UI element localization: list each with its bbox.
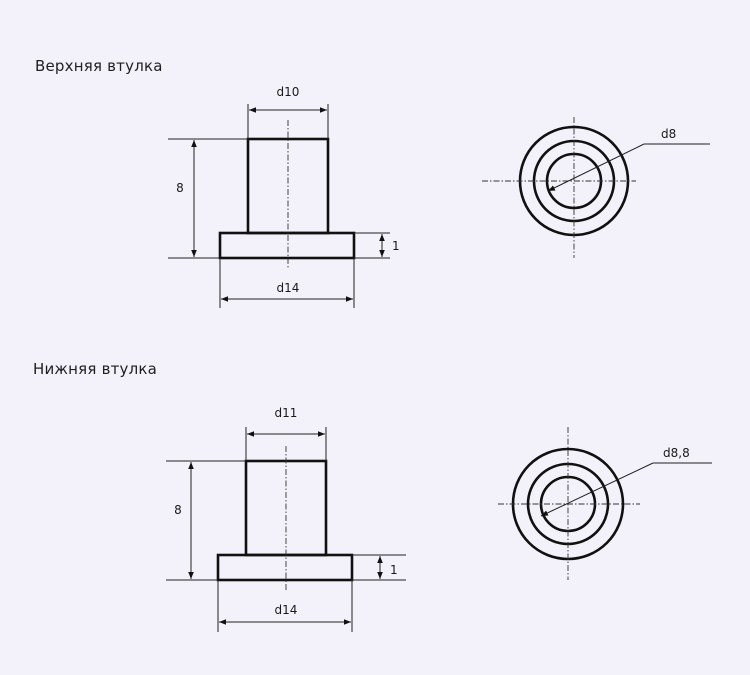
upper-flange-label: 1 bbox=[392, 239, 400, 253]
upper-flange-outline bbox=[218, 231, 356, 260]
upper-side-view: d10 8 1 d14 bbox=[168, 85, 400, 308]
lower-side-view: d11 8 1 d14 bbox=[166, 406, 406, 632]
upper-d8-leader bbox=[547, 143, 645, 192]
lower-d11-label: d11 bbox=[275, 406, 298, 420]
upper-d8-label: d8 bbox=[661, 127, 676, 141]
lower-flange-label: 1 bbox=[390, 563, 398, 577]
lower-d14-label: d14 bbox=[275, 603, 298, 617]
upper-d10-label: d10 bbox=[277, 85, 300, 99]
lower-d88-label: d8,8 bbox=[663, 446, 690, 460]
lower-flange-outline bbox=[216, 553, 354, 582]
lower-d88-leader bbox=[540, 462, 654, 517]
upper-top-view: d8 bbox=[482, 117, 710, 258]
lower-height-label: 8 bbox=[174, 503, 182, 517]
upper-height-label: 8 bbox=[176, 181, 184, 195]
upper-bushing-title: Верхняя втулка bbox=[35, 57, 163, 75]
lower-bushing-title: Нижняя втулка bbox=[33, 360, 158, 378]
lower-top-view: d8,8 bbox=[498, 427, 712, 580]
upper-d14-label: d14 bbox=[277, 281, 300, 295]
